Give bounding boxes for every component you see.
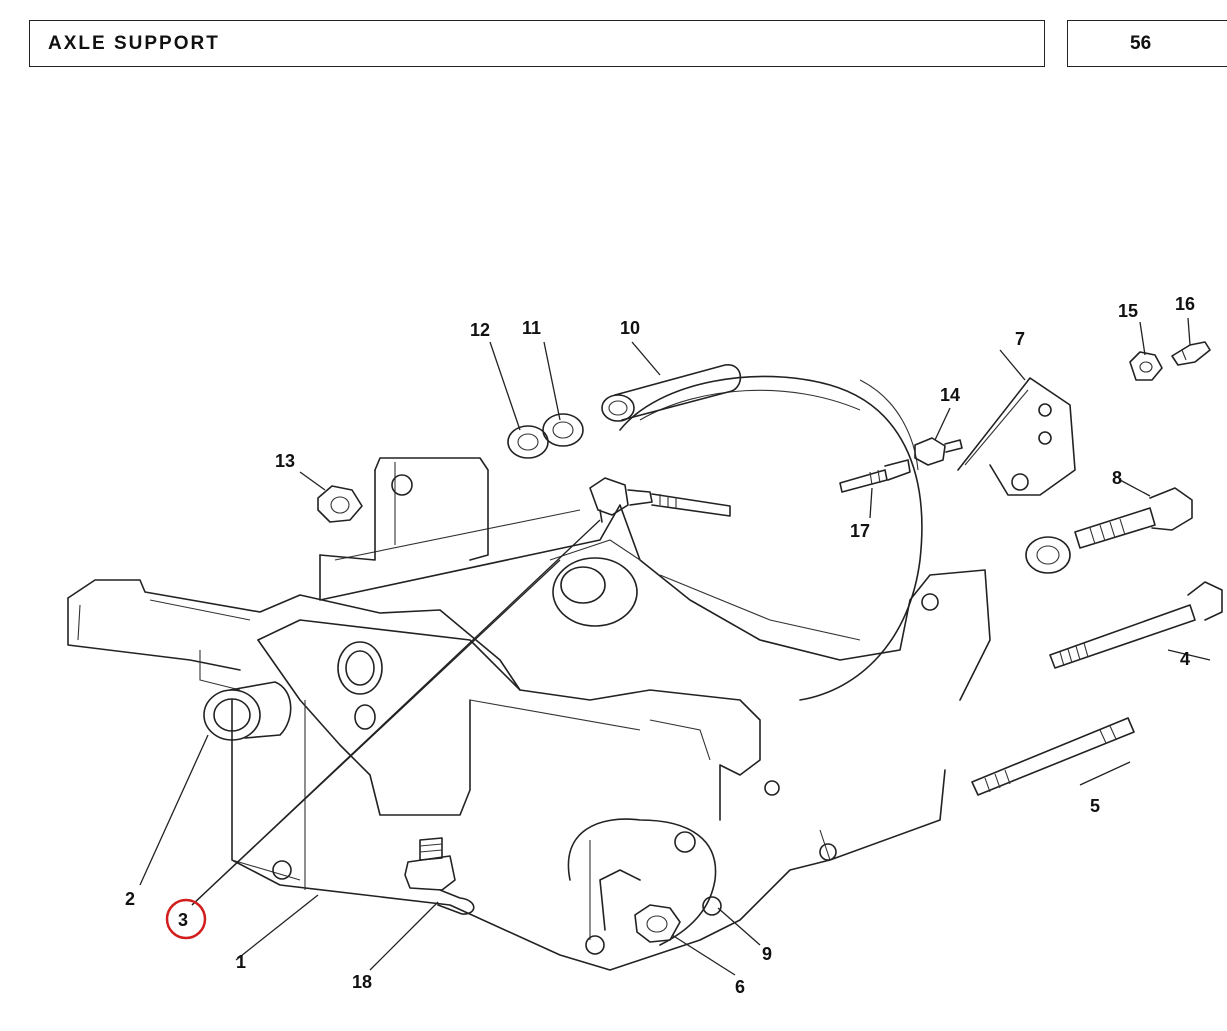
stud-part-5 bbox=[971, 717, 1135, 796]
washer-part-12 bbox=[507, 425, 549, 459]
callout-15[interactable]: 15 bbox=[1118, 301, 1138, 321]
leader-lines bbox=[139, 317, 1211, 976]
fitting-part-18 bbox=[404, 837, 475, 915]
callout-18[interactable]: 18 bbox=[352, 972, 372, 992]
callout-13[interactable]: 13 bbox=[275, 451, 295, 471]
washer-bolt-8 bbox=[1025, 536, 1071, 574]
pin-part-10 bbox=[601, 364, 742, 422]
nut-part-13 bbox=[317, 485, 363, 523]
bushing-part-2 bbox=[203, 681, 292, 741]
callout-8[interactable]: 8 bbox=[1112, 468, 1122, 488]
grease-nipple-part-17 bbox=[839, 459, 911, 493]
fitting-part-16 bbox=[1171, 341, 1211, 366]
page-number: 56 bbox=[1130, 33, 1152, 54]
axle-support-housing bbox=[67, 375, 991, 971]
callout-11[interactable]: 11 bbox=[522, 318, 541, 338]
bolt-part-4 bbox=[1049, 581, 1223, 669]
callout-7[interactable]: 7 bbox=[1015, 329, 1025, 349]
highlight-ring-callout-3 bbox=[165, 898, 207, 940]
callout-10[interactable]: 10 bbox=[620, 318, 640, 338]
callout-9[interactable]: 9 bbox=[762, 944, 772, 964]
callout-1[interactable]: 1 bbox=[236, 952, 246, 972]
callout-17[interactable]: 17 bbox=[850, 521, 870, 541]
callout-6[interactable]: 6 bbox=[735, 977, 745, 997]
callout-2[interactable]: 2 bbox=[125, 889, 135, 909]
elbow-fitting-part-3 bbox=[589, 477, 731, 523]
bracket-part-7 bbox=[957, 377, 1076, 496]
title-box: AXLE SUPPORT bbox=[29, 20, 1045, 67]
nut-part-15 bbox=[1129, 351, 1163, 381]
page-number-box: 56 bbox=[1067, 20, 1227, 67]
page-title: AXLE SUPPORT bbox=[48, 33, 220, 54]
callout-3[interactable]: 3 bbox=[178, 910, 188, 930]
callout-labels: 1 2 3 4 5 6 7 8 9 10 11 12 13 14 15 16 1… bbox=[125, 294, 1195, 997]
callout-16[interactable]: 16 bbox=[1175, 294, 1195, 314]
nut-part-6 bbox=[634, 904, 681, 943]
callout-5[interactable]: 5 bbox=[1090, 796, 1100, 816]
callout-4[interactable]: 4 bbox=[1180, 649, 1190, 669]
callout-14[interactable]: 14 bbox=[940, 385, 960, 405]
bolt-part-8 bbox=[1074, 487, 1193, 549]
washer-part-11 bbox=[542, 413, 584, 447]
callout-12[interactable]: 12 bbox=[470, 320, 490, 340]
fitting-part-14 bbox=[914, 437, 963, 466]
